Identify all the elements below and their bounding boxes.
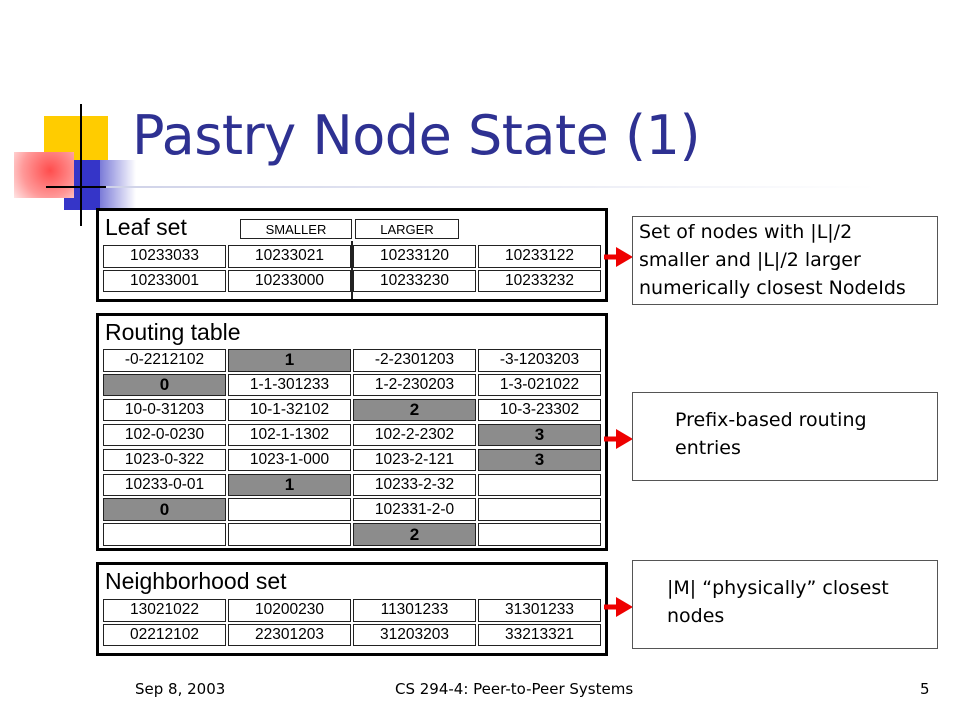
neighborhood-set-cell-r1-c2: 31203203 [353,623,476,647]
routing-table-cell-r2-c0: 10-0-31203 [103,398,226,422]
leaf-set-divider [351,241,353,299]
leaf-set-cell-r1-c3: 10233232 [478,269,601,293]
routing-table-cell-r4-c1: 1023-1-000 [228,448,351,472]
routing-table-cell-r1-c3: 1-3-021022 [478,373,601,397]
neighborhood-set-cell-r1-c3: 33213321 [478,623,601,647]
neighborhood-set-title: Neighborhood set [105,568,287,594]
routing-table-cell-r6-c3 [478,498,601,521]
neighborhood-set-cell-r0-c1: 10200230 [228,599,351,622]
routing-arrow-icon [604,429,633,449]
routing-table-cell-r3-c3: 3 [478,423,601,447]
neighborhood-set-cell-r1-c0: 02212102 [103,623,226,647]
footer-date: Sep 8, 2003 [135,680,226,698]
leaf-arrow-icon [604,247,633,267]
leaf-set-cell-r1-c1: 10233000 [228,269,351,293]
neighborhood-arrow-icon [604,597,633,617]
routing-table-cell-r6-c2: 102331-2-0 [353,498,476,521]
routing-table-cell-r0-c2: -2-2301203 [353,349,476,372]
routing-table-cell-r3-c0: 102-0-0230 [103,423,226,447]
larger-label: LARGER [355,219,459,239]
leaf-set-cell-r0-c3: 10233122 [478,245,601,268]
leaf-set-cell-r0-c1: 10233021 [228,245,351,268]
neighborhood-set-cell-r0-c0: 13021022 [103,599,226,622]
routing-table-cell-r5-c2: 10233-2-32 [353,473,476,496]
routing-table-cell-r1-c2: 1-2-230203 [353,373,476,397]
leaf-set-cell-r0-c2: 10233120 [353,245,476,268]
neighborhood-set-callout: |M| “physically” closest nodes [632,560,938,649]
routing-table-cell-r2-c3: 10-3-23302 [478,398,601,422]
routing-table-cell-r1-c1: 1-1-301233 [228,373,351,397]
routing-table-callout: Prefix-based routing entries [632,392,938,481]
routing-table-cell-r1-c0: 0 [103,373,226,397]
deco-blue-fade [100,160,136,210]
routing-table-cell-r3-c1: 102-1-1302 [228,423,351,447]
routing-table-cell-r2-c1: 10-1-32102 [228,398,351,422]
leaf-callout-line-2: smaller and |L|/2 larger [639,249,861,271]
routing-table-cell-r5-c1: 1 [228,473,351,496]
routing-table-cell-r6-c1 [228,498,351,521]
routing-table-cell-r7-c1 [228,523,351,546]
leaf-set-callout: Set of nodes with |L|/2 smaller and |L|/… [632,216,938,305]
routing-table-cell-r4-c0: 1023-0-322 [103,448,226,472]
leaf-set-cell-r0-c0: 10233033 [103,245,226,268]
neighborhood-set-cell-r1-c1: 22301203 [228,623,351,647]
routing-table-cell-r0-c1: 1 [228,349,351,372]
routing-table-cell-r5-c0: 10233-0-01 [103,473,226,496]
smaller-label: SMALLER [240,219,352,239]
routing-table-cell-r7-c0 [103,523,226,546]
leaf-set-cell-r1-c2: 10233230 [353,269,476,293]
routing-table-cell-r6-c0: 0 [103,498,226,521]
neighborhood-set-cell-r0-c3: 31301233 [478,599,601,622]
routing-callout-line-1: Prefix-based routing [675,409,867,431]
routing-table-cell-r7-c3 [478,523,601,546]
page-number: 5 [920,680,930,698]
routing-table-cell-r0-c0: -0-2212102 [103,349,226,372]
routing-table-cell-r5-c3 [478,473,601,496]
routing-table-title: Routing table [105,319,241,345]
neighborhood-callout-line-2: nodes [667,605,725,627]
routing-callout-line-2: entries [675,437,741,459]
leaf-callout-line-1: Set of nodes with |L|/2 [639,221,853,243]
routing-table-cell-r7-c2: 2 [353,523,476,546]
deco-vertical-line [80,104,82,226]
footer-course: CS 294-4: Peer-to-Peer Systems [395,680,634,698]
leaf-set-title: Leaf set [105,214,187,240]
corner-decoration [0,0,876,230]
leaf-callout-line-3: numerically closest NodeIds [639,277,906,299]
deco-horizontal-line [46,186,876,188]
deco-red-square [14,152,74,198]
slide-title: Pastry Node State (1) [132,104,701,167]
leaf-set-cell-r1-c0: 10233001 [103,269,226,293]
neighborhood-set-cell-r0-c2: 11301233 [353,599,476,622]
routing-table-cell-r4-c2: 1023-2-121 [353,448,476,472]
routing-table-cell-r4-c3: 3 [478,448,601,472]
routing-table-cell-r0-c3: -3-1203203 [478,349,601,372]
routing-table-cell-r2-c2: 2 [353,398,476,422]
routing-table-cell-r3-c2: 102-2-2302 [353,423,476,447]
neighborhood-callout-line-1: |M| “physically” closest [667,577,889,599]
